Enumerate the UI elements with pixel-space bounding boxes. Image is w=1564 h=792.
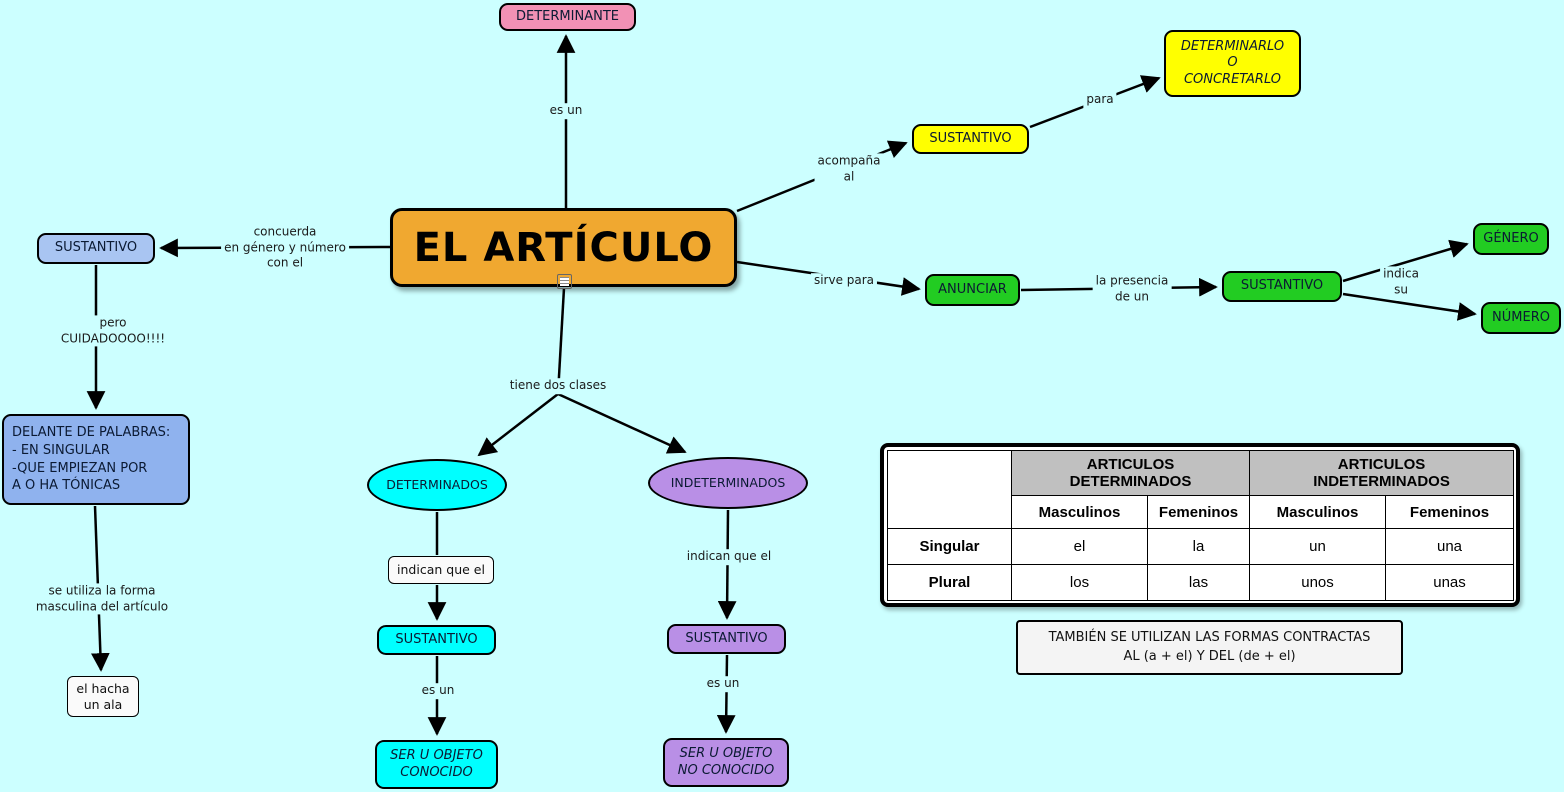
node-indican-que-el[interactable]: indican que el <box>388 556 494 584</box>
node-genero[interactable]: GÉNERO <box>1473 223 1549 255</box>
edge-label-acompana-al: acompaña al <box>814 153 884 185</box>
table-col-header: Masculinos <box>1249 495 1387 529</box>
node-indeterminados[interactable]: INDETERMINADOS <box>648 457 808 509</box>
table-cell: una <box>1385 528 1515 565</box>
node-sustantivo-acompana[interactable]: SUSTANTIVO <box>912 124 1029 154</box>
node-determinarlo-concretarlo[interactable]: DETERMINARLO O CONCRETARLO <box>1164 30 1301 97</box>
table-cell: la <box>1146 528 1251 565</box>
table-row: Singular el la un una <box>887 528 1515 565</box>
table-col-header: Masculinos <box>1011 495 1148 529</box>
node-sustantivo-indeterminado[interactable]: SUSTANTIVO <box>667 624 786 654</box>
edge-label-indican-que-el: indican que el <box>683 549 775 565</box>
node-sustantivo-concuerda[interactable]: SUSTANTIVO <box>37 233 155 264</box>
table-col-header: Femeninos <box>1146 495 1251 529</box>
contracted-forms-note: TAMBIÉN SE UTILIZAN LAS FORMAS CONTRACTA… <box>1016 620 1403 675</box>
table-cell: los <box>1011 564 1148 601</box>
node-ser-objeto-conocido[interactable]: SER U OBJETO CONOCIDO <box>375 740 498 789</box>
node-numero[interactable]: NÚMERO <box>1481 302 1561 334</box>
table-cell: el <box>1011 528 1148 565</box>
edge-label-es-un-indet: es un <box>703 676 743 692</box>
articles-table: ARTICULOS DETERMINADOS ARTICULOS INDETER… <box>880 443 1520 607</box>
table-group-header-indeterminados: ARTICULOS INDETERMINADOS <box>1249 450 1515 496</box>
node-sustantivo-determinado[interactable]: SUSTANTIVO <box>377 625 496 655</box>
table-cell: las <box>1146 564 1251 601</box>
attachment-icon[interactable] <box>557 274 572 289</box>
table-col-header: Femeninos <box>1385 495 1515 529</box>
table-corner-cell <box>887 450 1012 529</box>
table-cell: unas <box>1385 564 1515 601</box>
node-determinante[interactable]: DETERMINANTE <box>499 3 636 31</box>
table-row-label: Singular <box>887 528 1012 565</box>
table-row: Plural los las unos unas <box>887 564 1515 601</box>
edge-label-concuerda: concuerda en género y número con el <box>221 224 349 272</box>
node-ser-objeto-no-conocido[interactable]: SER U OBJETO NO CONOCIDO <box>663 738 789 787</box>
node-ejemplos-hacha-ala[interactable]: el hacha un ala <box>67 676 139 717</box>
edge-label-es-un-top: es un <box>546 103 586 119</box>
edge-label-es-un-det: es un <box>418 683 458 699</box>
node-anunciar[interactable]: ANUNCIAR <box>925 274 1020 306</box>
edge-label-tiene-dos-clases: tiene dos clases <box>506 378 610 394</box>
edge-label-se-utiliza: se utiliza la forma masculina del artícu… <box>32 583 172 615</box>
node-determinados[interactable]: DETERMINADOS <box>367 459 507 511</box>
edge-label-pero-cuidado: pero CUIDADOOOO!!!! <box>57 315 169 347</box>
node-delante-de-palabras[interactable]: DELANTE DE PALABRAS: - EN SINGULAR -QUE … <box>2 414 190 505</box>
edge-label-indica-su: indica su <box>1380 266 1422 298</box>
node-sustantivo-anunciado[interactable]: SUSTANTIVO <box>1222 271 1342 302</box>
table-cell: un <box>1249 528 1387 565</box>
table-group-header-determinados: ARTICULOS DETERMINADOS <box>1010 450 1251 496</box>
edge-label-para: para <box>1083 92 1117 108</box>
edge-label-sirve-para: sirve para <box>810 273 878 289</box>
table-row-label: Plural <box>887 564 1012 601</box>
edge-label-la-presencia-de-un: la presencia de un <box>1092 273 1172 305</box>
table-cell: unos <box>1249 564 1387 601</box>
